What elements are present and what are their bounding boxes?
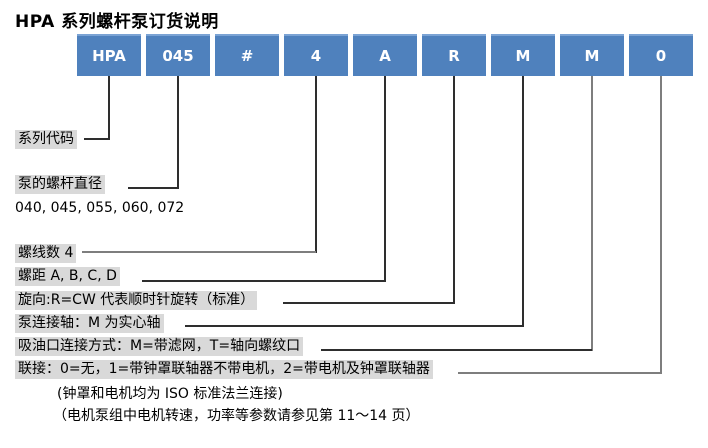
code-box-rotation: R <box>422 34 486 76</box>
code-box-pitch: A <box>353 34 417 76</box>
label-screw-diameter: 泵的螺杆直径 <box>15 175 105 194</box>
connector-hline-pump-shaft <box>185 325 523 327</box>
code-box-placeholder: # <box>215 34 279 76</box>
connector-vline-suction-port <box>591 76 593 351</box>
code-box-diameter: 045 <box>146 34 210 76</box>
note-flange: (钟罩和电机均为 ISO 标准法兰连接) <box>57 386 283 402</box>
connector-hline-diameter <box>128 187 178 189</box>
connector-hline-rotation <box>283 302 454 304</box>
connector-hline-pitch <box>142 280 385 282</box>
label-suction-port: 吸油口连接方式：M=带滤网，T=轴向螺纹口 <box>15 337 304 356</box>
code-box-pump-shaft: M <box>491 34 555 76</box>
connector-vline-coupling <box>660 76 662 374</box>
label-diameter-options: 040, 045, 055, 060, 072 <box>15 200 185 216</box>
connector-vline-series <box>108 76 110 140</box>
label-thread-count: 螺线数 4 <box>15 244 77 263</box>
code-box-thread-count: 4 <box>284 34 348 76</box>
connector-hline-coupling <box>458 372 661 374</box>
code-box-series: HPA <box>77 34 141 76</box>
label-pitch: 螺距 A, B, C, D <box>15 267 120 286</box>
connector-hline-thread-count <box>82 251 316 253</box>
connector-hline-series <box>84 138 110 140</box>
label-series-code: 系列代码 <box>15 130 77 149</box>
page-title: HPA 系列螺杆泵订货说明 <box>15 12 219 32</box>
label-pump-shaft: 泵连接轴：M 为实心轴 <box>15 314 164 333</box>
connector-vline-rotation <box>453 76 455 304</box>
note-motor: （电机泵组中电机转速，功率等参数请参见第 11～14 页） <box>53 408 420 424</box>
connector-vline-pump-shaft <box>522 76 524 327</box>
connector-vline-pitch <box>384 76 386 282</box>
label-coupling: 联接：0=无，1=带钟罩联轴器不带电机，2=带电机及钟罩联轴器 <box>15 360 433 379</box>
label-rotation: 旋向:R=CW 代表顺时针旋转（标准） <box>15 291 258 310</box>
connector-vline-thread-count <box>315 76 317 253</box>
connector-vline-diameter <box>177 76 179 189</box>
code-box-coupling: 0 <box>629 34 693 76</box>
connector-hline-suction-port <box>321 349 592 351</box>
code-box-suction-port: M <box>560 34 624 76</box>
